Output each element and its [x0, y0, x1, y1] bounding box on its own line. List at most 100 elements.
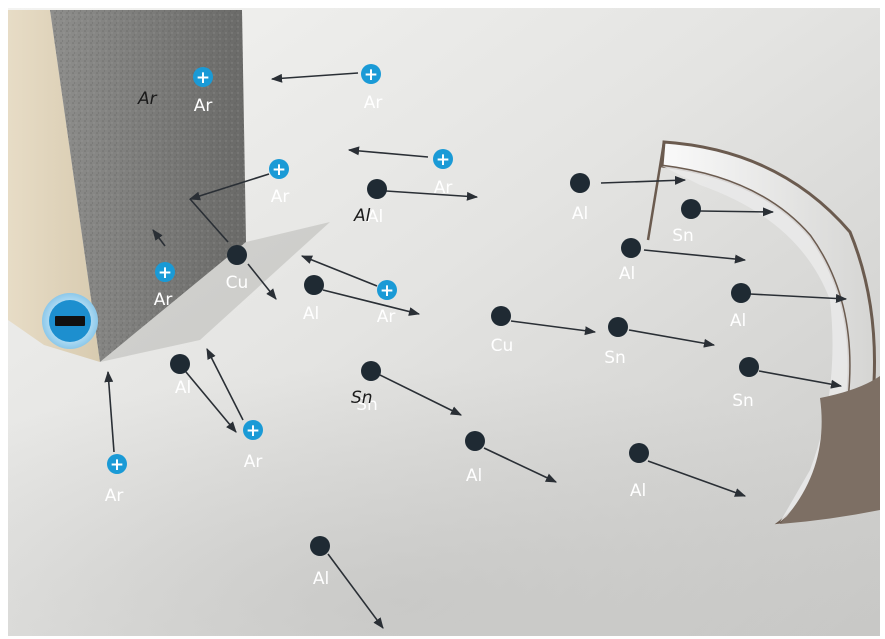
plus-icon: + [272, 160, 286, 180]
atom-label: Al [730, 311, 746, 331]
argon-ion: + Ar [361, 64, 382, 113]
atom: Al [310, 536, 330, 589]
target-shadow [100, 222, 330, 362]
atom-arrow [483, 447, 558, 483]
ion-dot [377, 280, 397, 300]
recoil-arrow [152, 229, 166, 247]
atom: Al [367, 179, 387, 227]
atom-dot [310, 536, 330, 556]
ion-arrow [300, 255, 378, 287]
atom-dot [608, 317, 628, 337]
ion-dot [269, 159, 289, 179]
ion-dot [243, 420, 263, 440]
atom: Al [170, 354, 191, 398]
atom-arrow [749, 293, 848, 303]
ion-arrow [347, 146, 429, 158]
atom-dot [739, 357, 759, 377]
atom-dot [681, 199, 701, 219]
atom-arrow [699, 207, 775, 217]
atom: Sn [604, 317, 628, 368]
plus-icon: + [364, 65, 378, 85]
atom-label: Cu [226, 273, 249, 293]
minus-icon [55, 316, 85, 326]
ion-dot [107, 454, 127, 474]
ion-dot [193, 67, 213, 87]
atom-label: Al [303, 304, 319, 324]
ion-arrow [206, 348, 244, 421]
target-texture [50, 10, 246, 362]
ion-label: Ar [271, 187, 290, 207]
ion-label: Ar [105, 486, 124, 506]
ion-label: Ar [244, 452, 263, 472]
atom-arrow [385, 190, 479, 201]
atom: Al [730, 283, 751, 331]
atom-arrow [643, 249, 747, 264]
atom: Sn [672, 199, 701, 246]
atom-dot [170, 354, 190, 374]
plus-icon: + [380, 281, 394, 301]
atom: Al [465, 431, 485, 486]
atom: Al [619, 238, 641, 284]
ion-label: Ar [434, 178, 453, 198]
atom: Al [629, 443, 649, 501]
ion-dot [361, 64, 381, 84]
ion-dot [155, 262, 175, 282]
annotation-ar: Ar [137, 89, 158, 109]
atom: Cu [226, 245, 249, 293]
atom: Al [303, 275, 324, 324]
ion-arrow [270, 72, 359, 83]
target-side-face [8, 10, 100, 362]
atom-arrow [247, 263, 277, 300]
atom-label: Sn [356, 395, 378, 415]
atom-dot [629, 443, 649, 463]
cathode-symbol [42, 293, 98, 349]
ion-label: Ar [154, 290, 173, 310]
atom-label: Al [367, 207, 383, 227]
atom-arrow [185, 371, 237, 433]
atom-arrow [758, 370, 843, 389]
atom-dot [304, 275, 324, 295]
atom: Al [570, 173, 590, 224]
trajectory-arrows [104, 72, 848, 629]
atom: Sn [356, 361, 381, 415]
atom-label: Al [466, 466, 482, 486]
atom-label: Al [313, 569, 329, 589]
argon-ion: + Ar [269, 159, 289, 207]
atom-label: Al [630, 481, 646, 501]
atom-arrow [647, 460, 747, 497]
ion-arrow [104, 370, 115, 453]
plus-icon: + [110, 455, 124, 475]
argon-ion: + Ar [154, 262, 175, 310]
argon-ion: + Ar [105, 454, 127, 506]
substrate-wall-edge [780, 376, 880, 524]
atom-dot [491, 306, 511, 326]
atom-dot [227, 245, 247, 265]
atom-dot [570, 173, 590, 193]
annotation-al: Al [353, 206, 371, 226]
atom-label: Al [619, 264, 635, 284]
atom-arrow [600, 175, 687, 185]
argon-ion: + Ar [193, 67, 213, 116]
substrate-wall-rim [646, 141, 666, 241]
ion-arrow [188, 173, 270, 201]
recoil-arrow [189, 198, 229, 243]
argon-ion: + Ar [243, 420, 263, 472]
floor-shadow [8, 300, 880, 636]
argon-ion: + Ar [433, 149, 453, 198]
atom-label: Al [572, 204, 588, 224]
atom-dot [621, 238, 641, 258]
atom-arrow [628, 329, 716, 348]
atom-arrow [322, 289, 421, 316]
sputtered-atoms: Al Al Al Al Al Al Al Al [170, 173, 759, 589]
ion-label: Ar [377, 307, 396, 327]
ion-label: Ar [364, 93, 383, 113]
atom-label: Sn [732, 391, 754, 411]
atom-dot [465, 431, 485, 451]
atom-label: Sn [604, 348, 626, 368]
atom-arrow [510, 320, 597, 336]
plus-icon: + [246, 421, 260, 441]
atom-dot [367, 179, 387, 199]
argon-ions: + Ar + Ar + Ar + Ar + Ar + Ar [105, 64, 453, 506]
atom: Sn [732, 357, 759, 411]
